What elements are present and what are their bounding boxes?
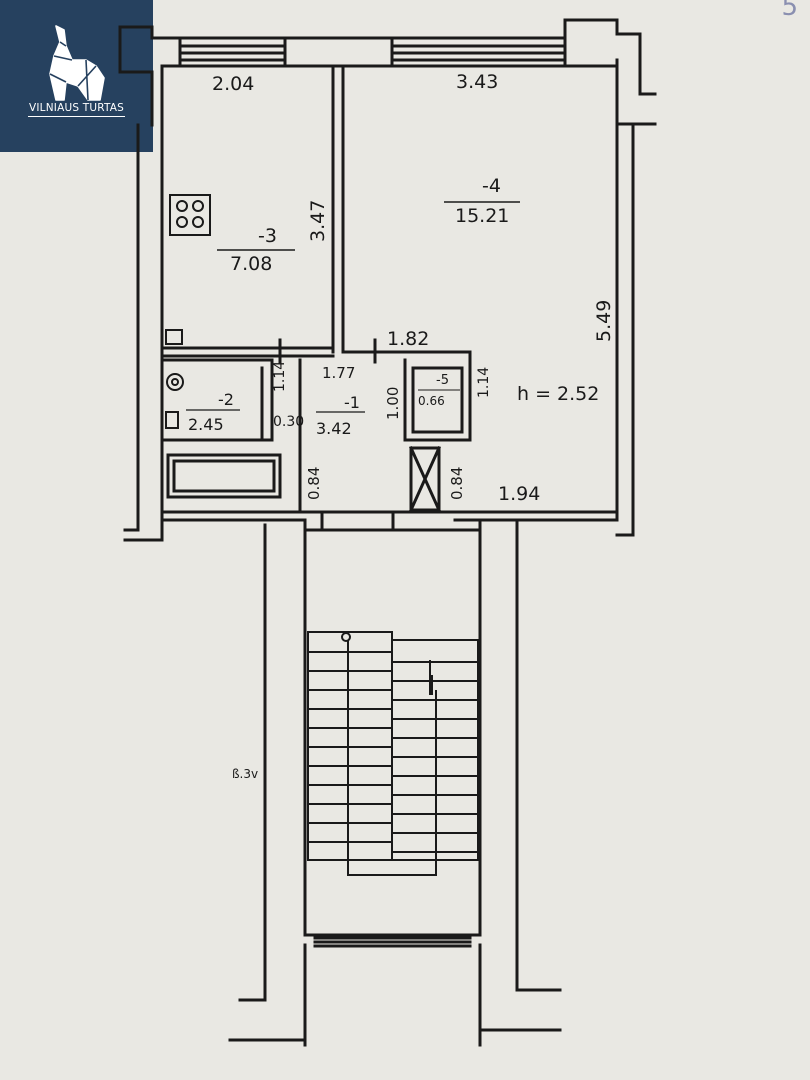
room-4-number: -4 (482, 175, 501, 197)
room-1-area: 3.42 (316, 419, 352, 438)
room-5-number: -5 (436, 373, 449, 388)
room-labels: -4 15.21 -3 7.08 -2 2.45 -1 3.42 -5 0.66 (186, 175, 520, 438)
dim-room-width: 3.43 (456, 71, 498, 93)
dim-hall-inner-width: 1.77 (322, 364, 355, 382)
walls (118, 18, 657, 1047)
dim-bath-offset: 0.30 (273, 414, 304, 430)
dim-kitchen-width: 2.04 (212, 73, 254, 95)
dim-kitchen-depth: 3.47 (307, 200, 329, 242)
brand-name: VILNIAUS TURTAS (0, 102, 153, 117)
room-2-number: -2 (218, 390, 234, 409)
room-4-area: 15.21 (455, 205, 509, 227)
room-1-number: -1 (344, 393, 360, 412)
wolf-logo-icon (49, 25, 105, 101)
room-5-area: 0.66 (418, 394, 445, 408)
logo-panel: VILNIAUS TURTAS (0, 0, 153, 152)
stair-mark: ß.3v (232, 767, 258, 781)
corner-mark: 5 (781, 0, 798, 22)
stair-steps-left (308, 651, 478, 853)
dim-room-depth: 5.49 (593, 300, 615, 342)
dim-hall-width-top: 1.82 (387, 328, 429, 350)
dim-closet-height: 1.14 (476, 367, 492, 398)
dim-room-bottom: 1.94 (498, 483, 540, 505)
dim-hall-passage: 1.00 (384, 387, 402, 420)
dim-closet-door: 0.84 (448, 467, 466, 500)
dim-hall-door: 0.84 (305, 467, 323, 500)
room-2-area: 2.45 (188, 415, 224, 434)
room-3-area: 7.08 (230, 253, 272, 275)
dimension-labels: 2.04 3.43 3.47 5.49 1.82 1.77 1.14 1.14 … (212, 71, 615, 505)
ceiling-height: h = 2.52 (517, 383, 599, 405)
room-3-number: -3 (258, 225, 277, 247)
stove-icon (169, 194, 211, 236)
bathroom-fixtures-icon (165, 329, 184, 429)
staircase (307, 631, 479, 876)
dim-bath-height: 1.14 (272, 361, 288, 392)
